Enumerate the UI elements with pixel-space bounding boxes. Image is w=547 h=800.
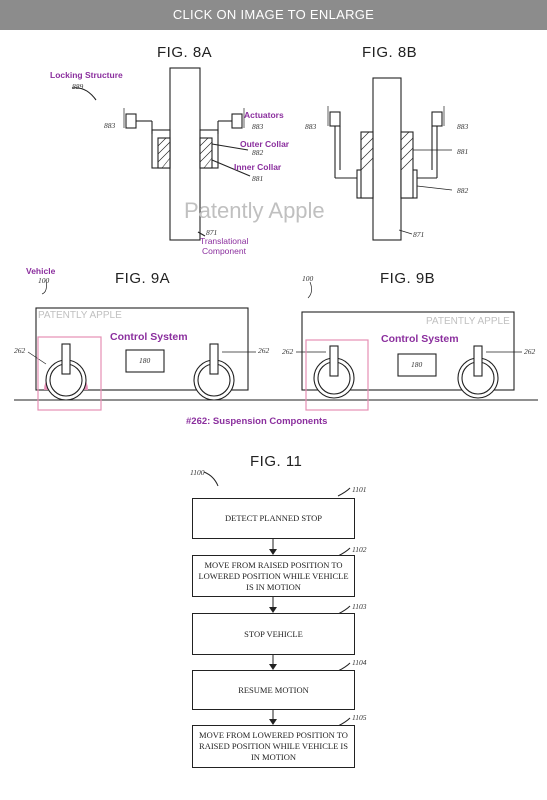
ref-881-b: 881	[457, 147, 469, 156]
ref-871-b: 871	[413, 230, 425, 239]
label-component: Component	[202, 246, 246, 256]
ref-262-a-left: 262	[14, 346, 26, 355]
flow-step-stop-vehicle: STOP VEHICLE	[192, 613, 355, 655]
flow-step-resume-motion: RESUME MOTION	[192, 670, 355, 710]
ref-1105: 1105	[352, 713, 367, 722]
ref-1101: 1101	[352, 485, 367, 494]
label-translational: Translational	[200, 236, 249, 246]
ref-1100: 1100	[190, 468, 205, 477]
highlight-9b	[305, 339, 369, 411]
flow-step-raise-to-lower: MOVE FROM RAISED POSITION TO LOWERED POS…	[192, 555, 355, 597]
caption-suspension: #262: Suspension Components	[186, 416, 328, 427]
ref-882-b: 882	[457, 186, 469, 195]
ref-883-a-right: 883	[252, 122, 264, 131]
ref-889: 889	[72, 82, 84, 91]
highlight-9a	[37, 336, 102, 411]
fig-11-title: FIG. 11	[250, 453, 303, 470]
ref-100-b: 100	[302, 274, 314, 283]
ref-882-a: 882	[252, 148, 264, 157]
flow-step-detect-stop: DETECT PLANNED STOP	[192, 498, 355, 539]
fig-8b-title: FIG. 8B	[362, 44, 418, 61]
label-vehicle: Vehicle	[26, 266, 56, 276]
watermark-patently-apple: Patently Apple	[184, 198, 325, 223]
ref-262-a-right: 262	[258, 346, 270, 355]
watermark-9b: PATENTLY APPLE	[426, 316, 510, 327]
ref-1102: 1102	[352, 545, 367, 554]
ref-262-b-right: 262	[524, 347, 536, 356]
ref-883-a-left: 883	[104, 121, 116, 130]
ref-180-a: 180	[139, 356, 151, 365]
label-locking-structure: Locking Structure	[50, 70, 123, 80]
label-inner-collar: Inner Collar	[234, 162, 282, 172]
label-actuators: Actuators	[244, 110, 284, 120]
ref-1103: 1103	[352, 602, 367, 611]
label-control-system-b: Control System	[381, 333, 459, 345]
flow-step-lower-to-raise: MOVE FROM LOWERED POSITION TO RAISED POS…	[192, 725, 355, 768]
fig-8a-title: FIG. 8A	[157, 44, 213, 61]
ref-262-b-left: 262	[282, 347, 294, 356]
ref-1104: 1104	[352, 658, 367, 667]
ref-883-b-left: 883	[305, 122, 317, 131]
fig-9a-title: FIG. 9A	[115, 270, 171, 287]
ref-883-b-right: 883	[457, 122, 469, 131]
label-outer-collar: Outer Collar	[240, 139, 290, 149]
ref-100-a: 100	[38, 276, 50, 285]
fig-9b-title: FIG. 9B	[380, 270, 436, 287]
ref-881-a: 881	[252, 174, 264, 183]
enlarge-banner[interactable]: CLICK ON IMAGE TO ENLARGE	[0, 0, 547, 30]
ref-180-b: 180	[411, 360, 423, 369]
ref-871-a: 871	[206, 228, 218, 237]
label-control-system-a: Control System	[110, 331, 188, 343]
watermark-9a: PATENTLY APPLE	[38, 310, 122, 321]
